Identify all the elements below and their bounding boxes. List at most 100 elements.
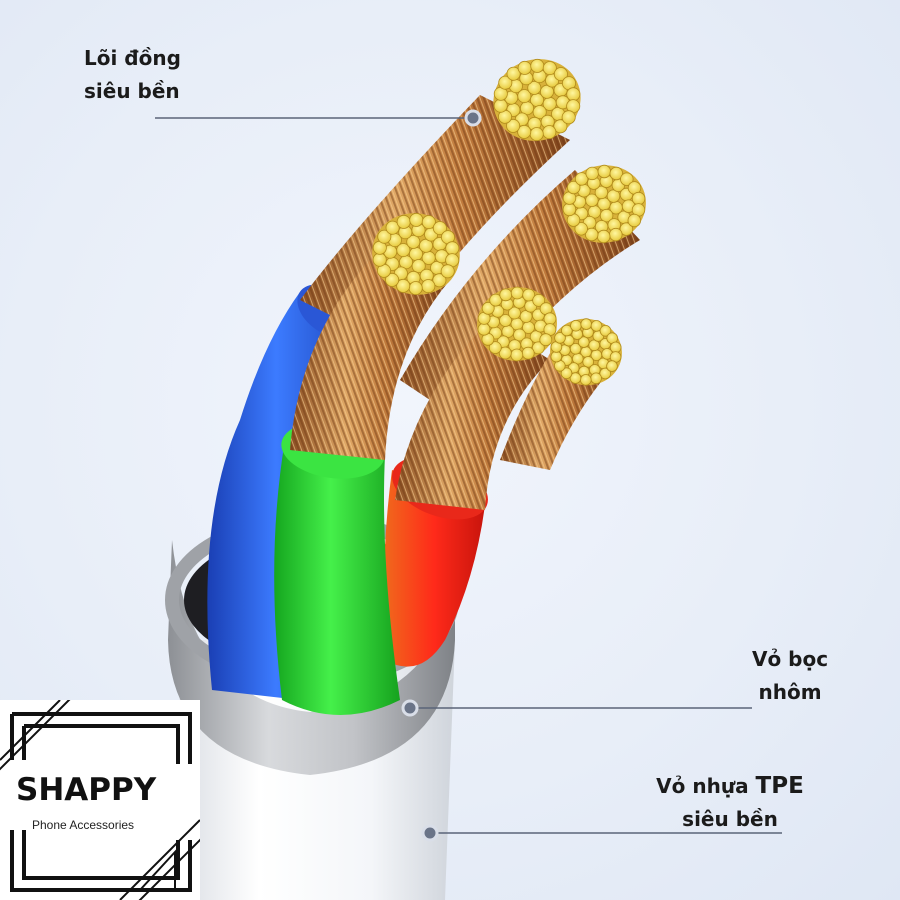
copper-strand-tip [567, 180, 581, 195]
copper-core-callout: Lõi đồng siêu bền [84, 42, 181, 108]
tpe-jacket-callout: Vỏ nhựa TPE siêu bền [655, 770, 805, 836]
copper-strand-tip [577, 336, 590, 348]
copper-strand-tip [493, 98, 508, 113]
copper-strand-tip [542, 125, 557, 140]
copper-strand-tip [553, 67, 568, 82]
copper-strand-tip [619, 222, 634, 236]
tpe-jacket-callout-highlight: TPE [755, 773, 804, 799]
copper-strand-tip [513, 328, 526, 342]
copper-strand-tip [599, 324, 612, 337]
copper-strand-tip [631, 191, 646, 206]
copper-strand-tip [432, 273, 447, 288]
copper-strand-tip [590, 320, 603, 332]
copper-strand-tip [445, 241, 460, 256]
copper-strand-tip [585, 227, 599, 242]
copper-strand-tip [396, 278, 411, 293]
copper-strand-tip [498, 346, 512, 360]
copper-strand-tip [499, 288, 513, 302]
copper-strand-tip [508, 306, 521, 320]
copper-strand-tip [543, 312, 557, 326]
copper-core-bundles [290, 95, 640, 510]
copper-strand-tip [527, 80, 542, 95]
copper-strand-tip [385, 272, 400, 287]
copper-strand-tip [517, 60, 532, 75]
copper-strand-tip [570, 319, 582, 332]
copper-strand-tip [385, 220, 400, 235]
copper-strand-tip [590, 372, 602, 385]
copper-strand-tip [477, 322, 491, 336]
copper-strand-ends [372, 58, 646, 386]
copper-strand-tip [579, 374, 592, 386]
aluminum-shield-callout-line2: nhôm [758, 680, 822, 704]
callout-lines [155, 109, 782, 842]
logo-frame-icon [0, 700, 200, 900]
copper-strand-tip [539, 333, 553, 347]
copper-strand-tip [597, 229, 611, 244]
copper-strand-tip [510, 286, 524, 300]
copper-strand-tip [560, 324, 573, 337]
copper-strand-tip [580, 318, 592, 330]
copper-strand-tip [554, 332, 566, 344]
copper-strand-tip [510, 348, 524, 362]
copper-strand-tip [560, 367, 573, 380]
shappy-logo [0, 700, 200, 900]
copper-strand-tip [488, 341, 502, 355]
copper-strand-tip [521, 346, 535, 360]
copper-strand-tip [489, 293, 503, 307]
aluminum-shield-callout: Vỏ bọc nhôm [752, 643, 828, 709]
green-wire [274, 421, 400, 715]
copper-strand-tip [574, 172, 589, 186]
copper-strand-tip [506, 66, 521, 81]
copper-strand-tip [609, 341, 622, 354]
copper-core-callout-line1: Lõi đồng [84, 46, 181, 70]
brand-tagline: Phone Accessories [32, 818, 135, 832]
copper-strand-tip [550, 350, 563, 363]
copper-core-callout-line2: siêu bền [84, 79, 180, 103]
copper-strand-tip [562, 202, 577, 217]
brand-name: SHAPPY [16, 772, 157, 808]
copper-strand-tip [408, 281, 423, 296]
copper-strand-tip [406, 234, 421, 249]
copper-strand-tip [432, 221, 447, 236]
copper-strand-tip [569, 372, 582, 384]
copper-strand-tip [531, 341, 545, 355]
copper-strand-tip [529, 127, 544, 142]
copper-strand-tip [609, 227, 623, 242]
copper-strand-tip [582, 356, 594, 368]
copper-strand-tip [498, 75, 513, 90]
copper-strand-tip [597, 164, 612, 179]
copper-strand-tip [599, 208, 614, 223]
copper-strand-tip [599, 367, 611, 380]
copper-strand-tip [481, 301, 495, 315]
copper-strand-tip [532, 105, 547, 120]
copper-strand-tip [620, 172, 634, 186]
copper-strand-tip [574, 222, 588, 236]
copper-strand-tip [377, 229, 392, 244]
copper-strand-tip [409, 212, 424, 227]
copper-strand-tip [542, 61, 557, 76]
copper-strand-tip [566, 87, 581, 102]
aluminum-shield-callout-line1: Vỏ bọc [752, 647, 829, 671]
copper-strand-tip [532, 293, 546, 307]
copper-strand-tip [609, 166, 624, 181]
copper-strand-tip [530, 58, 545, 73]
copper-strand-tip [396, 214, 411, 229]
copper-strand-tip [594, 185, 609, 200]
tpe-jacket-callout-prefix: Vỏ nhựa [656, 774, 749, 798]
copper-strand-tip [522, 288, 536, 302]
copper-strand-tip [421, 215, 436, 230]
copper-strand-tip [553, 119, 568, 134]
copper-strand-tip [440, 264, 455, 279]
copper-strand-tip [627, 213, 642, 228]
copper-strand-tip [411, 259, 426, 274]
copper-strand-tip [506, 118, 521, 133]
copper-strand-tip [372, 252, 387, 267]
copper-strand-tip [585, 166, 599, 181]
copper-strand-tip [606, 360, 618, 372]
copper-strand-tip [421, 279, 436, 294]
copper-strand-tip [517, 124, 532, 139]
tpe-jacket-callout-line2: siêu bền [682, 807, 778, 831]
copper-strand-tip [561, 110, 576, 125]
